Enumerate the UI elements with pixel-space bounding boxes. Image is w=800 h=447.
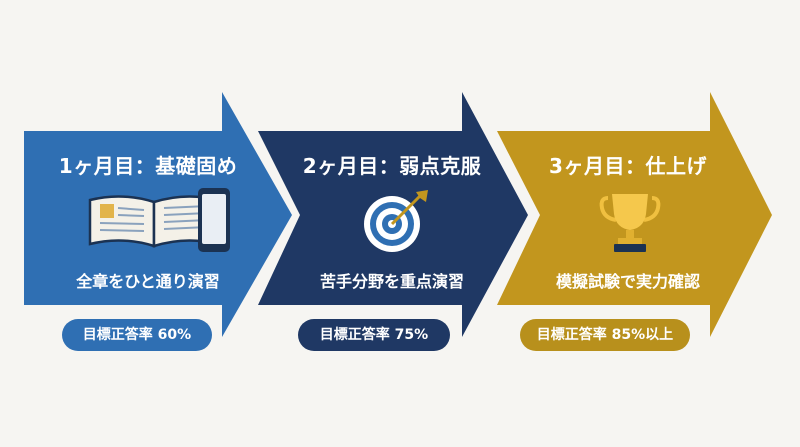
trophy-icon bbox=[599, 194, 661, 252]
step-1-goal-badge: 目標正答率 60% bbox=[62, 319, 212, 351]
step-1-icons bbox=[88, 188, 230, 252]
step-3-title: 3ヶ月目：仕上げ bbox=[549, 154, 707, 178]
step-3-goal-badge: 目標正答率 85%以上 bbox=[520, 319, 690, 351]
step-3-description: 模擬試験で実力確認 bbox=[555, 272, 700, 291]
step-2-description: 苦手分野を重点演習 bbox=[319, 272, 464, 291]
target-icon bbox=[364, 190, 428, 252]
step-2-goal-badge: 目標正答率 75% bbox=[298, 319, 450, 351]
step-1-description: 全章をひと通り演習 bbox=[76, 272, 220, 291]
step-1-title: 1ヶ月目：基礎固め bbox=[58, 154, 238, 178]
step-2-title: 2ヶ月目：弱点克服 bbox=[302, 154, 482, 178]
smartphone-icon bbox=[198, 188, 230, 252]
